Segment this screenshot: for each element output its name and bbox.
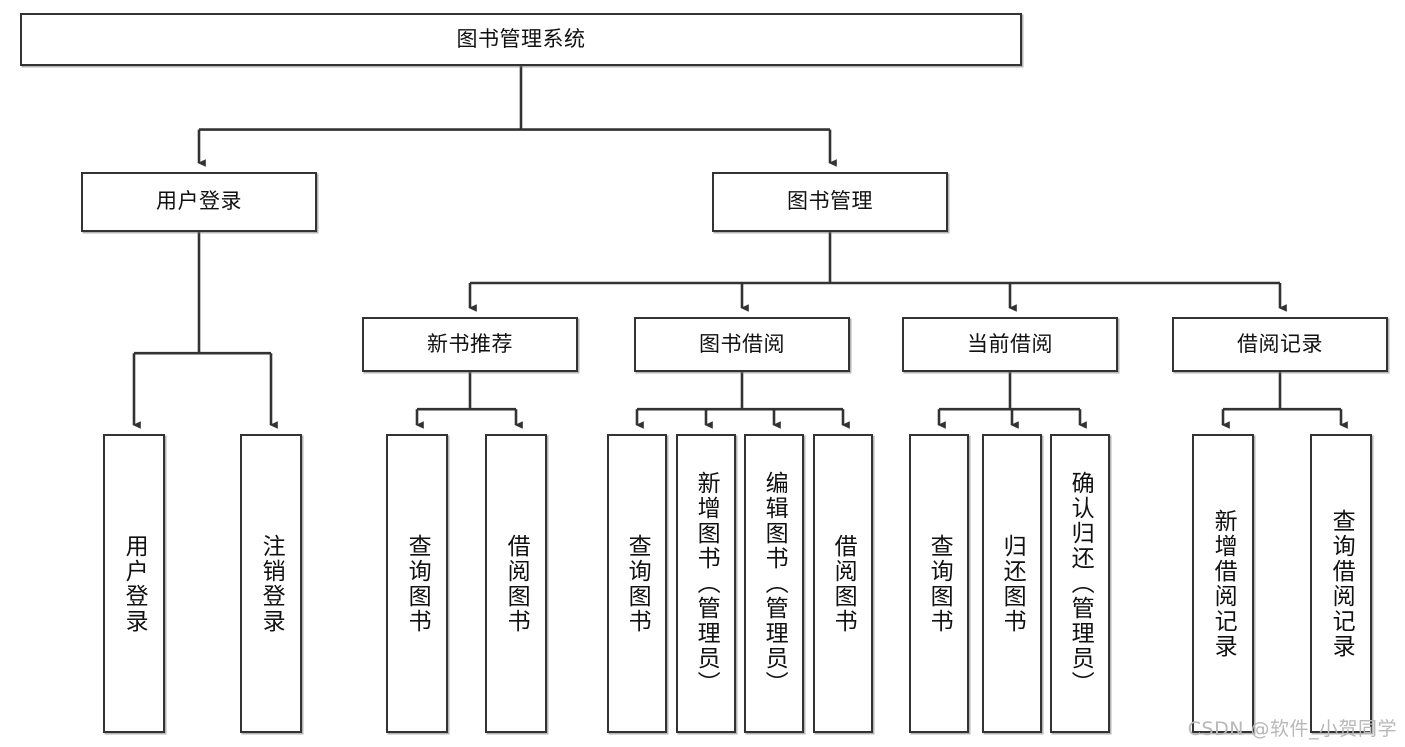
node-leaf_bb_edit[interactable]: 编辑图书（管理员） xyxy=(744,434,804,733)
node-label: 图书管理系统 xyxy=(456,26,586,51)
node-borrow_record[interactable]: 借阅记录 xyxy=(1172,317,1388,372)
node-label: 图书借阅 xyxy=(699,331,785,356)
node-leaf_br_query[interactable]: 查询借阅记录 xyxy=(1310,434,1372,733)
node-label: 查询图书 xyxy=(926,533,953,634)
node-label: 查询借阅记录 xyxy=(1328,508,1355,659)
node-leaf_bb_borrow[interactable]: 借阅图书 xyxy=(813,434,873,733)
node-label: 查询图书 xyxy=(404,533,431,634)
node-label: 查询图书 xyxy=(624,533,651,634)
node-book_borrow[interactable]: 图书借阅 xyxy=(634,317,850,372)
node-label: 确认归还（管理员） xyxy=(1067,471,1094,696)
node-leaf_logout[interactable]: 注销登录 xyxy=(240,434,302,733)
node-leaf_cb_confirm[interactable]: 确认归还（管理员） xyxy=(1050,434,1110,733)
node-label: 新增借阅记录 xyxy=(1210,508,1237,659)
node-current_borrow[interactable]: 当前借阅 xyxy=(902,317,1118,372)
node-label: 注销登录 xyxy=(258,533,285,634)
node-leaf_bb_query[interactable]: 查询图书 xyxy=(607,434,667,733)
node-root[interactable]: 图书管理系统 xyxy=(20,13,1022,66)
node-leaf_user_login[interactable]: 用户登录 xyxy=(103,434,165,733)
node-book_mgmt[interactable]: 图书管理 xyxy=(712,172,948,232)
node-label: 新书推荐 xyxy=(427,331,513,356)
node-label: 编辑图书（管理员） xyxy=(761,471,788,696)
node-label: 用户登录 xyxy=(156,189,242,214)
node-leaf_rec_borrow[interactable]: 借阅图书 xyxy=(485,434,547,733)
node-leaf_rec_query[interactable]: 查询图书 xyxy=(386,434,448,733)
node-label: 新增图书（管理员） xyxy=(693,471,720,696)
node-user_login[interactable]: 用户登录 xyxy=(81,172,317,232)
node-label: 借阅图书 xyxy=(830,533,857,634)
watermark-text: CSDN @软件_小贺同学 xyxy=(1187,718,1397,740)
node-label: 归还图书 xyxy=(999,533,1026,634)
node-leaf_br_add[interactable]: 新增借阅记录 xyxy=(1192,434,1254,733)
node-leaf_cb_return[interactable]: 归还图书 xyxy=(982,434,1042,733)
node-label: 借阅图书 xyxy=(503,533,530,634)
node-label: 当前借阅 xyxy=(967,331,1053,356)
node-leaf_cb_query[interactable]: 查询图书 xyxy=(909,434,969,733)
node-new_book_rec[interactable]: 新书推荐 xyxy=(362,317,578,372)
node-leaf_bb_add[interactable]: 新增图书（管理员） xyxy=(676,434,736,733)
node-label: 用户登录 xyxy=(121,533,148,634)
node-label: 借阅记录 xyxy=(1237,331,1323,356)
node-label: 图书管理 xyxy=(787,189,873,214)
